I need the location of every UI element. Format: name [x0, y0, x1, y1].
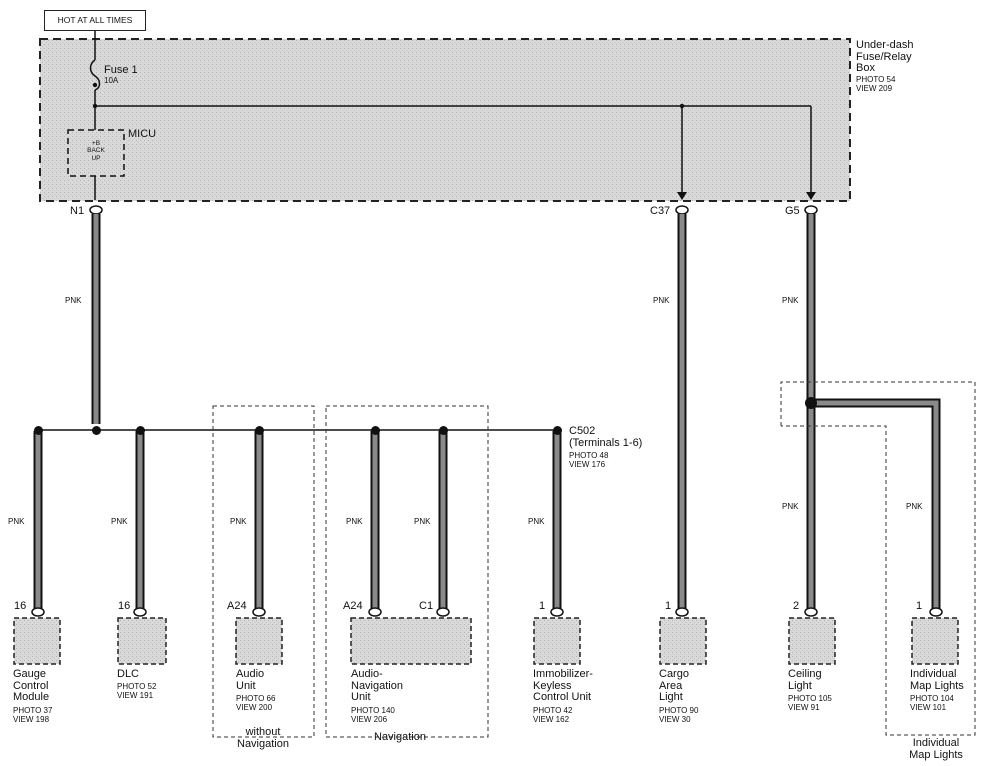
splice-node [92, 426, 101, 435]
group-label-individual-map-lights: Individual Map Lights [909, 737, 963, 761]
micu-box [67, 129, 125, 177]
component-ref: PHOTO 52 VIEW 191 [117, 682, 157, 701]
without-navigation-group [212, 405, 315, 738]
component-ref: PHOTO 66 VIEW 200 [236, 694, 276, 713]
splice-node [255, 426, 264, 435]
power-source-label: HOT AT ALL TIMES [44, 10, 146, 31]
pin-label: 1 [916, 600, 923, 612]
splice-node [34, 426, 43, 435]
map-lights-box [911, 617, 959, 665]
pin-label: 1 [539, 600, 546, 612]
fuse-rating: 10A [104, 76, 119, 85]
wire-color-label: PNK [653, 296, 670, 305]
wire-color-label: PNK [414, 517, 431, 526]
fuse-label: Fuse 1 [104, 64, 138, 76]
splice-node [805, 397, 817, 409]
splice-node [439, 426, 448, 435]
pin-label: A24 [227, 600, 247, 612]
map-lights-group [780, 381, 976, 736]
component-ref: PHOTO 90 VIEW 30 [659, 706, 699, 725]
connector-g5: G5 [785, 205, 800, 217]
junction-terminals: (Terminals 1-6) [569, 437, 643, 449]
audio-navigation-unit-box [350, 617, 472, 665]
junction-ref: PHOTO 48 VIEW 176 [569, 451, 609, 470]
micu-label: MICU [128, 128, 157, 140]
connector-n1: N1 [70, 205, 85, 217]
wire-color-label: PNK [782, 296, 799, 305]
component-ref: PHOTO 140 VIEW 206 [351, 706, 395, 725]
connector-c37: C37 [650, 205, 671, 217]
immobilizer-unit-box [533, 617, 581, 665]
wire-color-label: PNK [65, 296, 82, 305]
pin-label: A24 [343, 600, 363, 612]
pin-label: 16 [14, 600, 27, 612]
wire-color-label: PNK [528, 517, 545, 526]
splice-node [136, 426, 145, 435]
fuse-1-symbol [89, 59, 101, 91]
component-name-individual-map-lights: Individual Map Lights [910, 668, 964, 692]
wire-color-label: PNK [906, 502, 923, 511]
component-ref: PHOTO 105 VIEW 91 [788, 694, 832, 713]
wire-color-label: PNK [111, 517, 128, 526]
component-ref: PHOTO 104 VIEW 101 [910, 694, 954, 713]
pin-label: C1 [419, 600, 434, 612]
fuse-box-name: Under-dash Fuse/Relay Box [856, 39, 914, 75]
group-label-navigation: Navigation [374, 731, 426, 743]
component-name-audio-unit: Audio Unit [236, 668, 265, 692]
cargo-area-light-box [659, 617, 707, 665]
component-name-gauge-control-module: Gauge Control Module [13, 668, 50, 704]
component-name-immobilizer-keyless-control-unit: Immobilizer- Keyless Control Unit [533, 668, 593, 704]
ceiling-light-box [788, 617, 836, 665]
pin-label: 2 [793, 600, 800, 612]
junction-name: C502 [569, 425, 596, 437]
dlc-box [117, 617, 167, 665]
micu-backup-label: +B BACK UP [87, 140, 105, 162]
navigation-group [325, 405, 489, 738]
component-name-ceiling-light: Ceiling Light [788, 668, 822, 692]
wire-color-label: PNK [8, 517, 25, 526]
component-name-audio-navigation-unit: Audio- Navigation Unit [351, 668, 403, 704]
component-name-dlc: DLC [117, 668, 140, 680]
fuse-box-ref: PHOTO 54 VIEW 209 [856, 75, 896, 94]
pin-label: 1 [665, 600, 672, 612]
group-label-without-navigation: without Navigation [237, 726, 289, 750]
splice-node [371, 426, 380, 435]
pin-label: 16 [118, 600, 131, 612]
splice-node [553, 426, 562, 435]
fuse-relay-box [39, 38, 851, 202]
gauge-control-module-box [13, 617, 61, 665]
component-name-cargo-area-light: Cargo Area Light [659, 668, 689, 704]
wire-color-label: PNK [346, 517, 363, 526]
wire-color-label: PNK [230, 517, 247, 526]
component-ref: PHOTO 37 VIEW 198 [13, 706, 53, 725]
component-ref: PHOTO 42 VIEW 162 [533, 706, 573, 725]
audio-unit-box [235, 617, 283, 665]
wire-color-label: PNK [782, 502, 799, 511]
